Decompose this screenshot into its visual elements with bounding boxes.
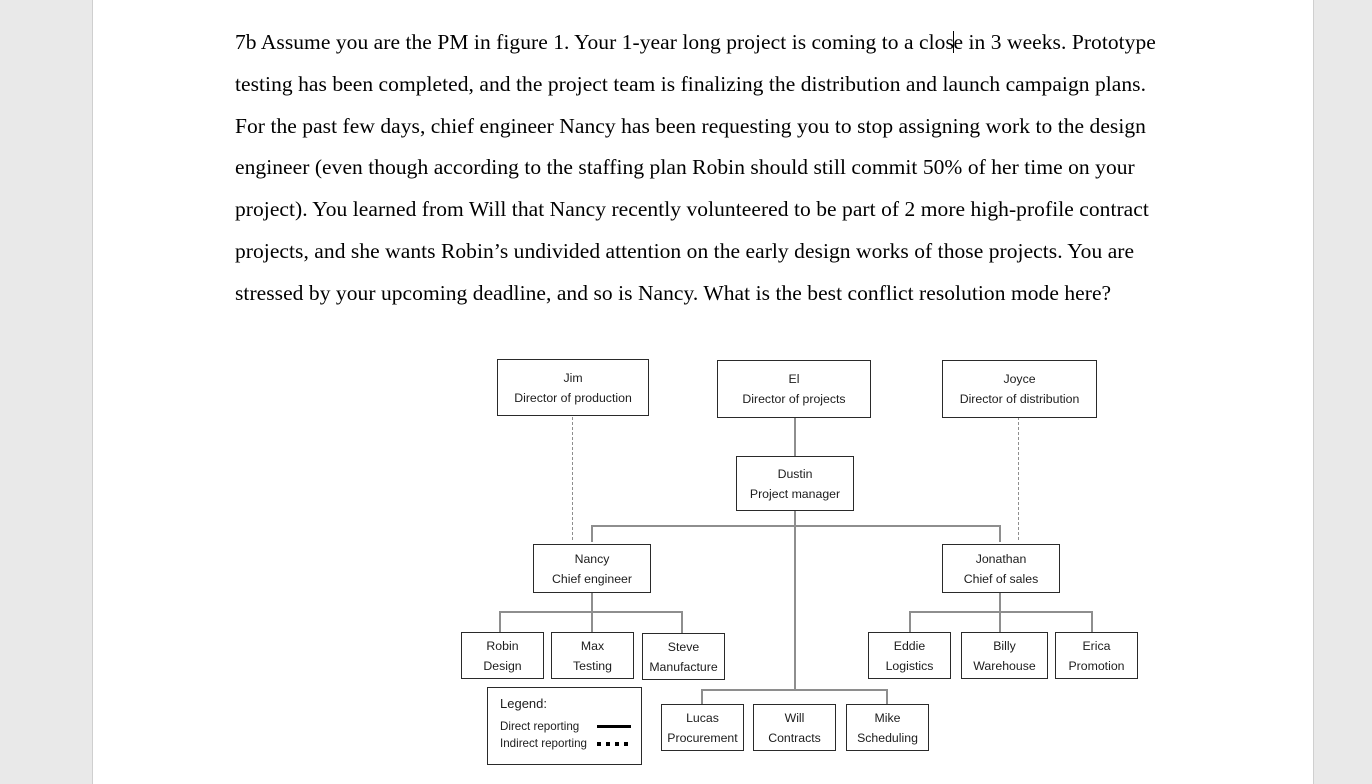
org-node-max-role: Testing bbox=[573, 658, 612, 673]
chart-legend[interactable]: Legend: Direct reporting Indirect report… bbox=[487, 687, 642, 765]
org-node-erica[interactable]: Erica Promotion bbox=[1055, 632, 1138, 679]
connector-bus-to-jonathan bbox=[999, 525, 1001, 542]
document-text-block[interactable]: 7b Assume you are the PM in figure 1. Yo… bbox=[235, 22, 1173, 315]
connector-nancy-to-jim-dashed bbox=[572, 377, 573, 540]
org-node-max-name: Max bbox=[580, 638, 605, 653]
connector-bus-to-robin bbox=[499, 611, 501, 633]
legend-direct-label: Direct reporting bbox=[500, 720, 580, 733]
org-node-el[interactable]: El Director of projects bbox=[717, 360, 871, 418]
text-cursor bbox=[953, 31, 955, 53]
org-node-robin-name: Robin bbox=[486, 638, 519, 653]
connector-bus-to-billy bbox=[999, 611, 1001, 633]
connector-bus-jonathan-children bbox=[909, 611, 1093, 613]
org-node-steve-role: Manufacture bbox=[649, 659, 718, 674]
connector-bus-to-lucas bbox=[701, 689, 703, 711]
document-page: 7b Assume you are the PM in figure 1. Yo… bbox=[93, 0, 1313, 784]
org-node-jonathan[interactable]: Jonathan Chief of sales bbox=[942, 544, 1060, 593]
org-node-billy-name: Billy bbox=[993, 638, 1016, 653]
legend-title: Legend: bbox=[500, 696, 547, 711]
org-node-max[interactable]: Max Testing bbox=[551, 632, 634, 679]
org-node-eddie[interactable]: Eddie Logistics bbox=[868, 632, 951, 679]
connector-jonathan-stem bbox=[999, 590, 1001, 612]
org-node-jim[interactable]: Jim Director of production bbox=[497, 359, 649, 416]
org-node-will-role: Contracts bbox=[768, 730, 821, 745]
connector-bus-chiefs bbox=[591, 525, 1001, 527]
dotted-line-icon bbox=[597, 741, 631, 746]
org-node-robin-role: Design bbox=[483, 658, 522, 673]
org-node-dustin[interactable]: Dustin Project manager bbox=[736, 456, 854, 511]
connector-bus-to-erica bbox=[1091, 611, 1093, 633]
connector-nancy-stem bbox=[591, 590, 593, 612]
connector-dustin-trunk bbox=[794, 506, 796, 690]
solid-line-icon bbox=[597, 724, 631, 729]
org-node-billy-role: Warehouse bbox=[973, 658, 1036, 673]
paragraph-text-before-caret: 7b Assume you are the PM in figure 1. Yo… bbox=[235, 30, 954, 54]
org-node-billy[interactable]: Billy Warehouse bbox=[961, 632, 1048, 679]
org-node-dustin-role: Project manager bbox=[749, 486, 841, 501]
org-node-erica-role: Promotion bbox=[1068, 658, 1125, 673]
org-node-jim-name: Jim bbox=[563, 370, 583, 385]
paragraph-text-after-caret: e in 3 weeks. Prototype testing has been… bbox=[235, 30, 1156, 305]
connector-bus-project-team bbox=[701, 689, 888, 691]
org-chart-figure: Jim Director of production El Director o… bbox=[448, 355, 1158, 770]
org-node-jim-role: Director of production bbox=[514, 390, 632, 405]
org-node-robin[interactable]: Robin Design bbox=[461, 632, 544, 679]
org-node-joyce-role: Director of distribution bbox=[959, 392, 1080, 406]
legend-row-direct: Direct reporting bbox=[500, 718, 631, 735]
connector-bus-to-steve bbox=[681, 611, 683, 633]
org-node-el-name: El bbox=[788, 372, 800, 386]
org-node-mike-role: Scheduling bbox=[857, 730, 918, 745]
legend-indirect-label: Indirect reporting bbox=[500, 737, 587, 750]
org-node-mike-name: Mike bbox=[874, 710, 901, 725]
connector-bus-to-nancy bbox=[591, 525, 593, 542]
legend-row-indirect: Indirect reporting bbox=[500, 735, 631, 752]
question-paragraph[interactable]: 7b Assume you are the PM in figure 1. Yo… bbox=[235, 22, 1173, 315]
org-node-lucas-role: Procurement bbox=[667, 730, 738, 745]
org-node-steve[interactable]: Steve Manufacture bbox=[642, 633, 725, 680]
org-node-lucas-name: Lucas bbox=[686, 710, 719, 725]
org-node-joyce[interactable]: Joyce Director of distribution bbox=[942, 360, 1097, 418]
connector-bus-to-max bbox=[591, 611, 593, 633]
org-node-eddie-name: Eddie bbox=[893, 638, 926, 653]
org-node-jonathan-name: Jonathan bbox=[975, 551, 1027, 566]
org-node-erica-name: Erica bbox=[1082, 638, 1111, 653]
org-node-steve-name: Steve bbox=[667, 639, 700, 654]
org-node-mike[interactable]: Mike Scheduling bbox=[846, 704, 929, 751]
org-node-eddie-role: Logistics bbox=[885, 658, 934, 673]
org-node-nancy[interactable]: Nancy Chief engineer bbox=[533, 544, 651, 593]
org-node-nancy-role: Chief engineer bbox=[552, 571, 632, 586]
org-node-will-name: Will bbox=[784, 710, 805, 725]
org-node-dustin-name: Dustin bbox=[777, 466, 813, 481]
org-node-lucas[interactable]: Lucas Procurement bbox=[661, 704, 744, 751]
org-node-nancy-name: Nancy bbox=[574, 551, 610, 566]
connector-bus-to-mike bbox=[886, 689, 888, 711]
connector-bus-to-eddie bbox=[909, 611, 911, 633]
org-node-joyce-name: Joyce bbox=[1003, 372, 1036, 386]
connector-jonathan-to-joyce-dashed bbox=[1018, 377, 1019, 540]
org-node-will[interactable]: Will Contracts bbox=[753, 704, 836, 751]
org-node-el-role: Director of projects bbox=[742, 392, 846, 406]
org-node-jonathan-role: Chief of sales bbox=[963, 571, 1039, 586]
